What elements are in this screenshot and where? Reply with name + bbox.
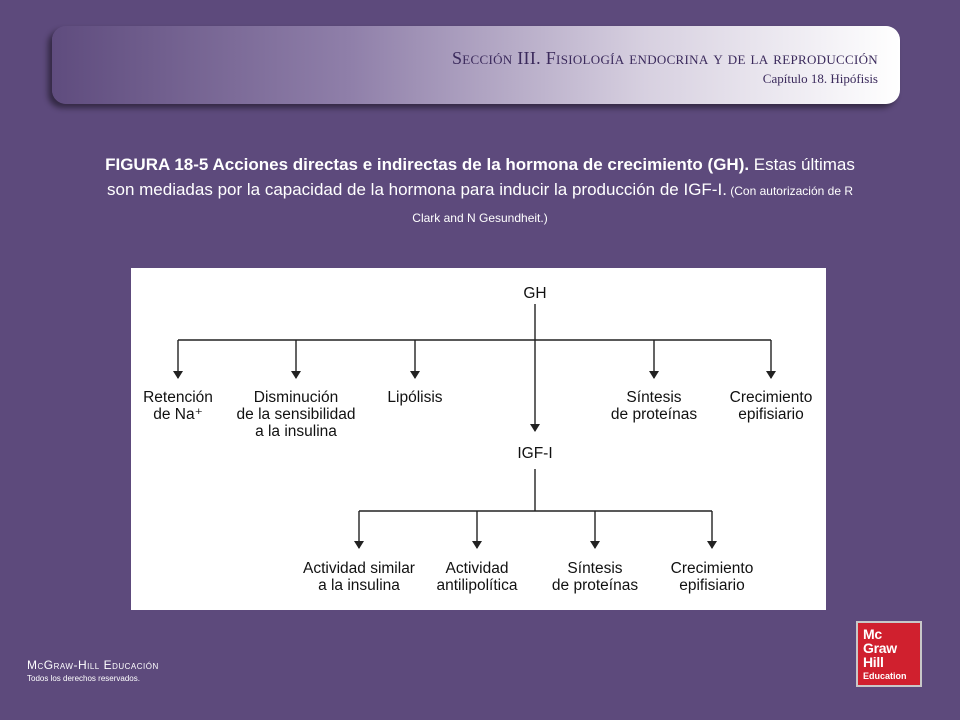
chapter-title: Capítulo 18. Hipófisis bbox=[762, 71, 878, 86]
node-indirect-2-line: Síntesis bbox=[567, 560, 622, 577]
publisher-name: McGraw-Hill Educación bbox=[27, 658, 159, 672]
node-direct-2: Lipólisis bbox=[387, 389, 442, 406]
header-banner: Sección III. Fisiología endocrina y de l… bbox=[52, 26, 900, 104]
rights-notice: Todos los derechos reservados. bbox=[27, 674, 140, 683]
node-indirect-3-line: epifisiario bbox=[679, 577, 744, 594]
node-direct-0-line: Retención bbox=[143, 389, 213, 406]
node-direct-3-line: de proteínas bbox=[611, 406, 697, 423]
node-gh: GH bbox=[523, 285, 546, 302]
node-igf-i: IGF-I bbox=[517, 445, 552, 462]
mcgraw-hill-logo: Mc Graw Hill Education bbox=[858, 623, 920, 685]
node-indirect-0-line: Actividad similar bbox=[303, 560, 415, 577]
header-text: Sección III. Fisiología endocrina y de l… bbox=[452, 48, 878, 87]
node-direct-0-line: de Na⁺ bbox=[153, 406, 203, 423]
node-indirect-0-line: a la insulina bbox=[318, 577, 400, 594]
caption-title: FIGURA 18-5 Acciones directas e indirect… bbox=[105, 155, 750, 174]
caption-text: Estas últimas son mediadas por la capaci… bbox=[107, 155, 855, 199]
node-direct-1-line: a la insulina bbox=[255, 423, 337, 440]
logo-text: Graw bbox=[863, 640, 897, 656]
node-igf-i-line: IGF-I bbox=[517, 445, 552, 462]
figure-caption: FIGURA 18-5 Acciones directas e indirect… bbox=[100, 152, 860, 231]
node-direct-3-line: Síntesis bbox=[626, 389, 681, 406]
node-indirect-1-line: Actividad bbox=[446, 560, 509, 577]
logo-text: Hill bbox=[863, 654, 884, 670]
node-indirect-1-line: antilipolítica bbox=[437, 577, 518, 594]
node-direct-1-line: de la sensibilidad bbox=[237, 406, 356, 423]
node-direct-4-line: Crecimiento bbox=[730, 389, 813, 406]
node-gh-line: GH bbox=[523, 285, 546, 302]
node-direct-4-line: epifisiario bbox=[738, 406, 803, 423]
node-direct-1-line: Disminución bbox=[254, 389, 338, 406]
logo-text: Mc bbox=[863, 626, 882, 642]
node-indirect-3-line: Crecimiento bbox=[671, 560, 754, 577]
node-indirect-2-line: de proteínas bbox=[552, 577, 638, 594]
footer: McGraw-Hill Educación Todos los derechos… bbox=[27, 658, 159, 683]
caption-credit: (Con autorización de R Clark and N Gesun… bbox=[412, 184, 853, 225]
logo-text: Education bbox=[863, 671, 907, 681]
node-direct-2-line: Lipólisis bbox=[387, 389, 442, 406]
section-title: Sección III. Fisiología endocrina y de l… bbox=[451, 48, 878, 68]
